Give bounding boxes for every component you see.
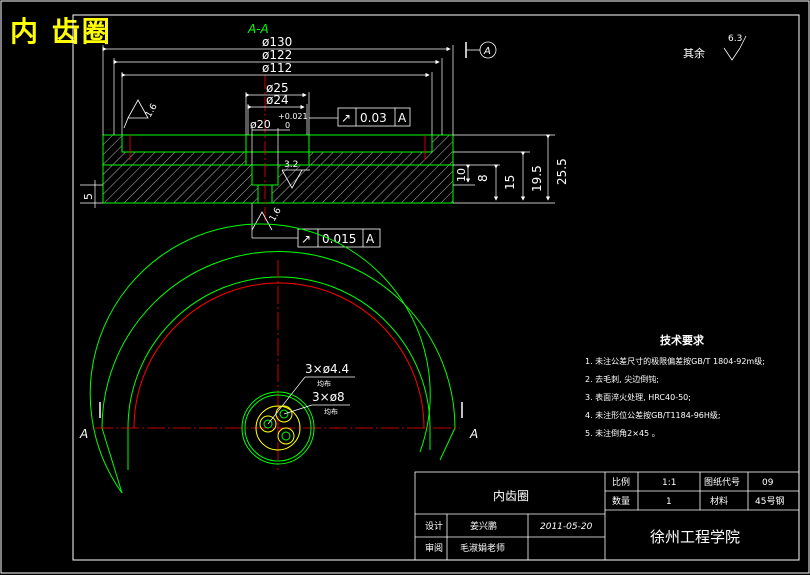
tech-requirements: 技术要求 1. 未注公差尺寸的极限偏差按GB/T 1804-92m级; 2. 去… (585, 333, 765, 438)
tech-item-5: 5. 未注倒角2×45 。 (585, 428, 660, 438)
tech-item-3: 3. 表面淬火处理, HRC40-50; (585, 392, 691, 402)
tol1-datum: A (398, 111, 407, 125)
hole-1 (259, 415, 277, 433)
section-label: A-A (247, 22, 269, 36)
tech-title: 技术要求 (660, 333, 705, 347)
drawing-title: 内 齿圈 (10, 15, 112, 48)
hole-sub-1: 均布 (317, 379, 331, 388)
dim-h15: 15 (503, 175, 517, 190)
roughness-rest-label: 其余 (683, 46, 705, 60)
tech-item-1: 1. 未注公差尺寸的极限偏差按GB/T 1804-92m级; (585, 356, 765, 366)
roughness-rest-value: 6.3 (728, 34, 742, 44)
cut-label-right: A (469, 427, 478, 441)
tol1-value: 0.03 (360, 111, 387, 125)
dim-d20-upper: +0.021 (278, 112, 308, 121)
dim-d130: ø130 (262, 35, 292, 49)
tb-school: 徐州工程学院 (650, 528, 740, 546)
dim-d112: ø112 (262, 61, 292, 75)
dim-d24: ø24 (266, 93, 289, 107)
dim-h25-5: 25.5 (555, 158, 569, 185)
tb-design-label: 设计 (425, 520, 443, 532)
tb-reviewer: 毛淑娟老师 (460, 542, 505, 554)
general-roughness: 其余 6.3 (683, 34, 747, 61)
dim-h8: 8 (476, 174, 490, 182)
tb-scale-value: 1:1 (662, 478, 676, 488)
tol2-symbol: ↗ (301, 232, 311, 246)
tb-qty-label: 数量 (612, 495, 630, 507)
dim-d20-lower: 0 (285, 121, 290, 130)
roughness-3-2: 3.2 (284, 160, 298, 170)
tolerance-frame-2: ↗ 0.015 A (251, 203, 381, 248)
outer-ring (89, 223, 431, 494)
tb-material-label: 材料 (710, 495, 728, 507)
tb-drawing-no-label: 图纸代号 (704, 476, 740, 488)
tb-scale-label: 比例 (612, 476, 630, 488)
tol1-symbol: ↗ (341, 111, 351, 125)
hole-note-1: 3×ø4.4 (305, 362, 349, 376)
tb-date: 2011-05-20 (540, 522, 593, 532)
title-block (414, 471, 800, 561)
tol2-datum: A (366, 232, 375, 246)
tb-designer: 姜兴鹏 (470, 520, 497, 532)
hub-outer (241, 391, 315, 465)
dim-d20: ø20 (250, 118, 271, 131)
inner-frame (72, 14, 800, 561)
dim-d122: ø122 (262, 48, 292, 62)
plan-view: 3×ø4.4 均布 3×ø8 均布 A A (79, 223, 478, 494)
tolerance-frame-1: ↗ 0.03 A (309, 107, 411, 127)
tol2-value: 0.015 (322, 232, 356, 246)
hole-sub-2: 均布 (324, 407, 338, 416)
dim-d25: ø25 (266, 81, 289, 95)
section-view: A-A (80, 22, 569, 248)
cut-label-left: A (79, 427, 88, 441)
datum-label: A (483, 46, 491, 57)
datum-marker: A (465, 41, 497, 59)
tb-material-value: 45号钢 (755, 495, 784, 507)
tb-part-name: 内齿圈 (493, 489, 529, 503)
tb-review-label: 审阅 (425, 542, 443, 554)
hole-2 (277, 427, 295, 445)
pitch-circle (133, 282, 425, 429)
roughness-1-6a: 1.6 (144, 102, 160, 120)
tech-item-4: 4. 未注形位公差按GB/T1184-96H级; (585, 410, 721, 420)
tb-drawing-no-value: 09 (762, 478, 774, 488)
tb-qty-value: 1 (666, 497, 672, 507)
dim-h19-5: 19.5 (530, 165, 544, 192)
dim-h5: 5 (82, 193, 95, 200)
hole-note-2: 3×ø8 (312, 390, 345, 404)
roughness-1-6b: 1.6 (268, 206, 284, 224)
dim-h10: 10 (455, 168, 468, 182)
tech-item-2: 2. 去毛刺, 尖边倒钝; (585, 374, 659, 384)
